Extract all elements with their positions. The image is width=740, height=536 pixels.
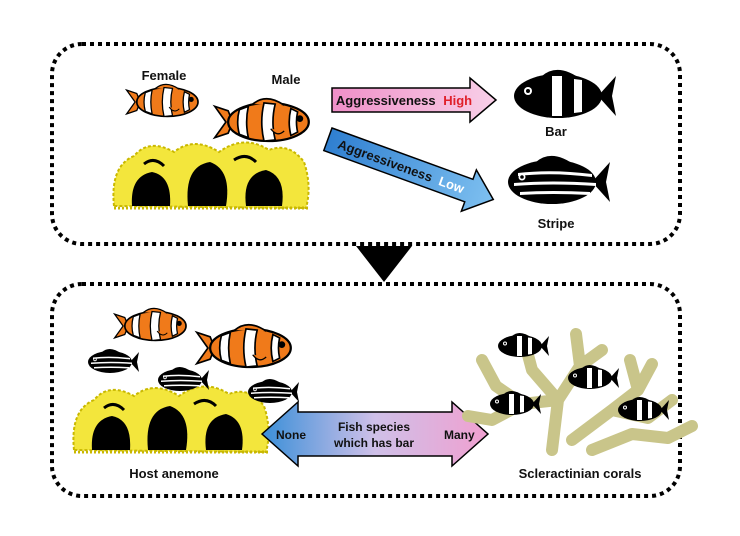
male-label: Male (272, 72, 301, 87)
double-arrow-center-line1: Fish species (338, 420, 410, 434)
arrow-high-prefix: Aggressiveness (336, 93, 436, 108)
svg-text:Aggressiveness Low: Aggressiveness Low (336, 137, 467, 197)
anemone-icon (71, 384, 271, 454)
clownfish-icon (113, 307, 187, 342)
double-arrow-center-line2: which has bar (333, 436, 414, 450)
svg-text:Aggressiveness High: Aggressiveness High (336, 93, 472, 108)
bar-label: Bar (545, 124, 567, 139)
scleractinian-corals-label: Scleractinian corals (519, 466, 642, 481)
clownfish-icon (195, 323, 292, 369)
anemone-icon (111, 140, 311, 210)
stripe-label: Stripe (538, 216, 575, 231)
arrow-high-level: High (443, 93, 472, 108)
clownfish-icon (125, 83, 199, 118)
clownfish-icon (213, 97, 310, 143)
stripe-fish-icon (248, 378, 299, 403)
arrow-aggressiveness-high: Aggressiveness High (331, 76, 498, 124)
double-arrow-left-label: None (276, 428, 306, 442)
arrow-aggressiveness-low: Aggressiveness Low (322, 127, 495, 213)
female-label: Female (142, 68, 187, 83)
double-arrow-right-label: Many (444, 428, 475, 442)
bar-fish-icon (514, 69, 616, 118)
host-anemone-label: Host anemone (129, 466, 219, 481)
bottom-panel-border (50, 282, 682, 498)
bar-fish-icon (498, 332, 549, 357)
top-panel-border (50, 42, 682, 246)
down-triangle-icon (356, 246, 412, 282)
double-arrow-fish-species: None Fish species which has bar Many (260, 400, 490, 468)
bar-fish-icon (490, 390, 541, 415)
stripe-fish-icon (508, 155, 610, 204)
stripe-fish-icon (88, 348, 139, 373)
